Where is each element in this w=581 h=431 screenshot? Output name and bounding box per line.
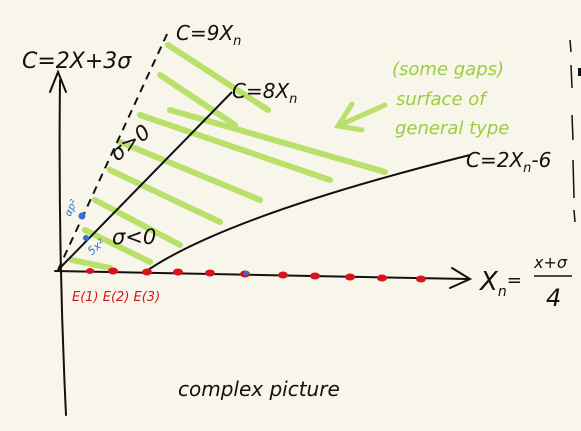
hatch-stroke (167, 107, 388, 175)
hatch-stroke (157, 72, 238, 128)
general-type-hatching (69, 42, 388, 271)
hatch-stroke (117, 139, 263, 203)
red-point (173, 268, 183, 276)
green-note-line-3: general type (395, 118, 509, 139)
hatch-stroke (92, 197, 183, 248)
red-point (377, 274, 387, 282)
red-point (416, 275, 426, 283)
c-axis (49, 69, 67, 416)
green-arrow (333, 101, 388, 133)
line-9x-label: C=9Xn (176, 21, 241, 49)
red-point (86, 268, 94, 274)
hatch-stroke (107, 167, 223, 225)
sigma-negative-label: σ<0 (112, 225, 156, 249)
blue-point-2 (83, 235, 89, 241)
line-2x-label: C=2Xn-6 (466, 148, 551, 176)
green-note-line-1: (some gaps) (392, 59, 504, 80)
blue-point-1-label: αp² (63, 198, 80, 218)
fraction-denominator: 4 (546, 284, 561, 312)
red-points (86, 267, 426, 283)
x-axis-label: Xn= (478, 267, 522, 300)
caption: complex picture (178, 377, 340, 401)
red-point (142, 268, 152, 276)
line-8x-label: C=8Xn (232, 79, 297, 107)
blue-point-1 (78, 212, 86, 220)
blue-point-3 (243, 270, 249, 276)
xn-axis (54, 267, 473, 289)
red-point (345, 273, 355, 281)
hatch-stroke (137, 112, 333, 183)
red-point (278, 271, 288, 279)
red-point (205, 269, 215, 277)
right-margin-marks (569, 39, 576, 223)
green-note-line-2: surface of (396, 89, 488, 110)
red-point (108, 267, 118, 275)
fraction-numerator: x+σ (533, 253, 568, 272)
hatch-stroke (69, 257, 113, 271)
line-c-9xn (57, 31, 169, 271)
c-axis-label: C=2X+3σ (22, 49, 132, 74)
red-point (310, 272, 320, 280)
hatch-stroke (82, 227, 153, 265)
line-c-2xn-6 (147, 154, 471, 271)
hatch-stroke (165, 42, 271, 113)
red-points-label: E(1) E(2) E(3) (72, 290, 160, 305)
sigma-positive-label: σ>0 (105, 120, 155, 166)
right-edge-fragment (578, 68, 581, 76)
